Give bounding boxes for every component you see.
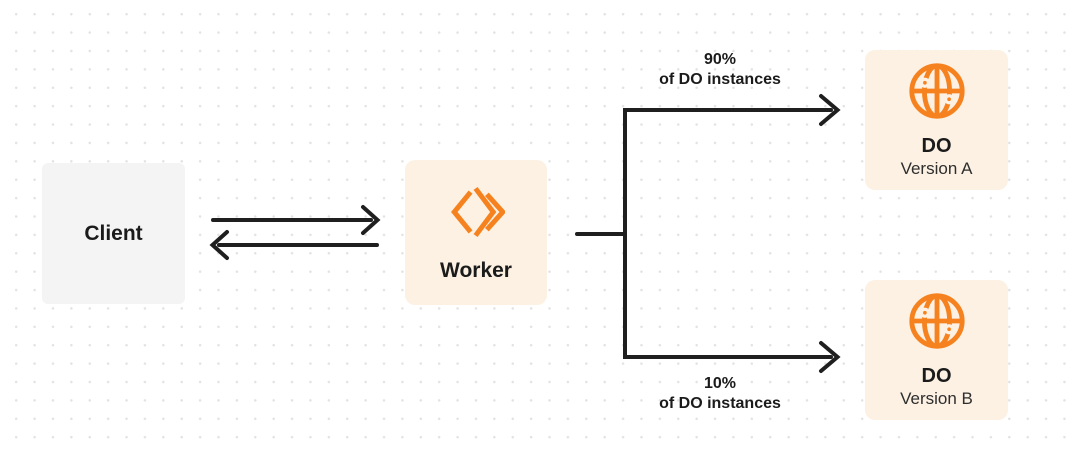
worker-label: Worker — [440, 258, 512, 282]
client-to-worker-arrow — [211, 205, 381, 235]
top-branch-caption: of DO instances — [659, 71, 781, 88]
branch-arrow-to-version-b — [623, 232, 841, 373]
bottom-branch-percent: 10% — [703, 375, 737, 392]
top-branch-percent: 90% — [703, 51, 737, 68]
top-branch-label: 90% of DO instances — [595, 50, 845, 90]
workers-icon — [447, 183, 507, 246]
do-version-a-node: DO Version A — [865, 50, 1008, 190]
bottom-branch-label: 10% of DO instances — [595, 374, 845, 414]
durable-object-globe-icon — [906, 60, 968, 127]
client-label: Client — [84, 221, 143, 245]
do-version-b-node: DO Version B — [865, 280, 1008, 420]
do-version-b-subtitle: Version B — [900, 388, 973, 408]
do-version-b-title: DO — [921, 364, 952, 387]
worker-to-client-arrow — [209, 230, 379, 260]
do-version-a-title: DO — [921, 134, 952, 157]
bottom-branch-caption: of DO instances — [659, 395, 781, 412]
durable-object-globe-icon — [906, 290, 968, 357]
client-node: Client — [42, 163, 185, 304]
worker-node: Worker — [405, 160, 547, 305]
branch-arrow-to-version-a — [575, 94, 841, 236]
do-version-a-subtitle: Version A — [900, 158, 973, 178]
